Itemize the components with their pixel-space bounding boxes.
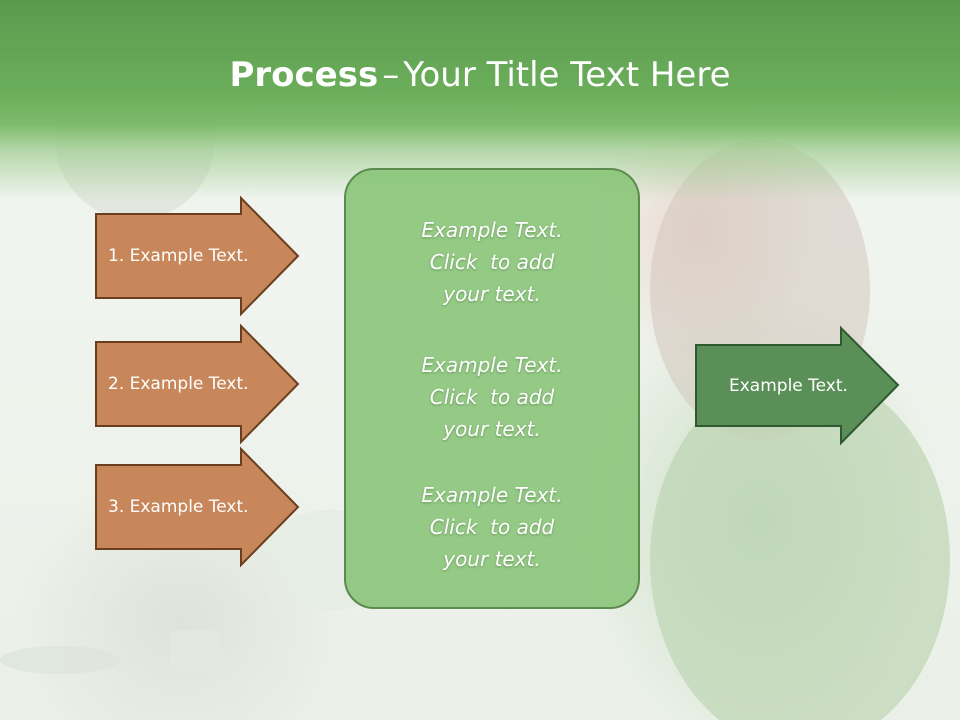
center-text-line: Example Text.	[421, 218, 563, 242]
right-arrow[interactable]: Example Text.	[695, 325, 900, 446]
left-arrow-1[interactable]: 1. Example Text.	[95, 195, 300, 317]
title-rest: Your Title Text Here	[403, 55, 731, 95]
title-band	[0, 0, 960, 200]
arrow-shape	[695, 325, 900, 446]
left-arrow-2[interactable]: 2. Example Text.	[95, 323, 300, 445]
arrow-shape	[95, 195, 300, 317]
center-text-line: your text.	[443, 417, 541, 441]
center-text-box[interactable]: Example Text. Click to add your text. Ex…	[344, 168, 640, 609]
center-text-block-1[interactable]: Example Text. Click to add your text.	[346, 214, 638, 310]
left-arrow-label: 1. Example Text.	[108, 246, 249, 266]
left-arrow-label: 2. Example Text.	[108, 374, 249, 394]
left-arrow-label: 3. Example Text.	[108, 497, 249, 517]
center-text-line: Example Text.	[421, 483, 563, 507]
center-text-line: Example Text.	[421, 353, 563, 377]
center-text-line: your text.	[443, 282, 541, 306]
center-text-line: Click to add	[429, 250, 555, 274]
center-text-line: your text.	[443, 547, 541, 571]
center-text-line: Click to add	[429, 515, 555, 539]
right-arrow-label: Example Text.	[729, 376, 848, 396]
center-text-line: Click to add	[429, 385, 555, 409]
slide-title[interactable]: Process–Your Title Text Here	[0, 52, 960, 98]
center-text-block-3[interactable]: Example Text. Click to add your text.	[346, 479, 638, 575]
arrow-shape	[95, 323, 300, 445]
left-arrow-3[interactable]: 3. Example Text.	[95, 446, 300, 568]
title-dash: –	[382, 55, 400, 95]
arrow-shape	[95, 446, 300, 568]
title-bold: Process	[229, 55, 379, 95]
center-text-block-2[interactable]: Example Text. Click to add your text.	[346, 349, 638, 445]
